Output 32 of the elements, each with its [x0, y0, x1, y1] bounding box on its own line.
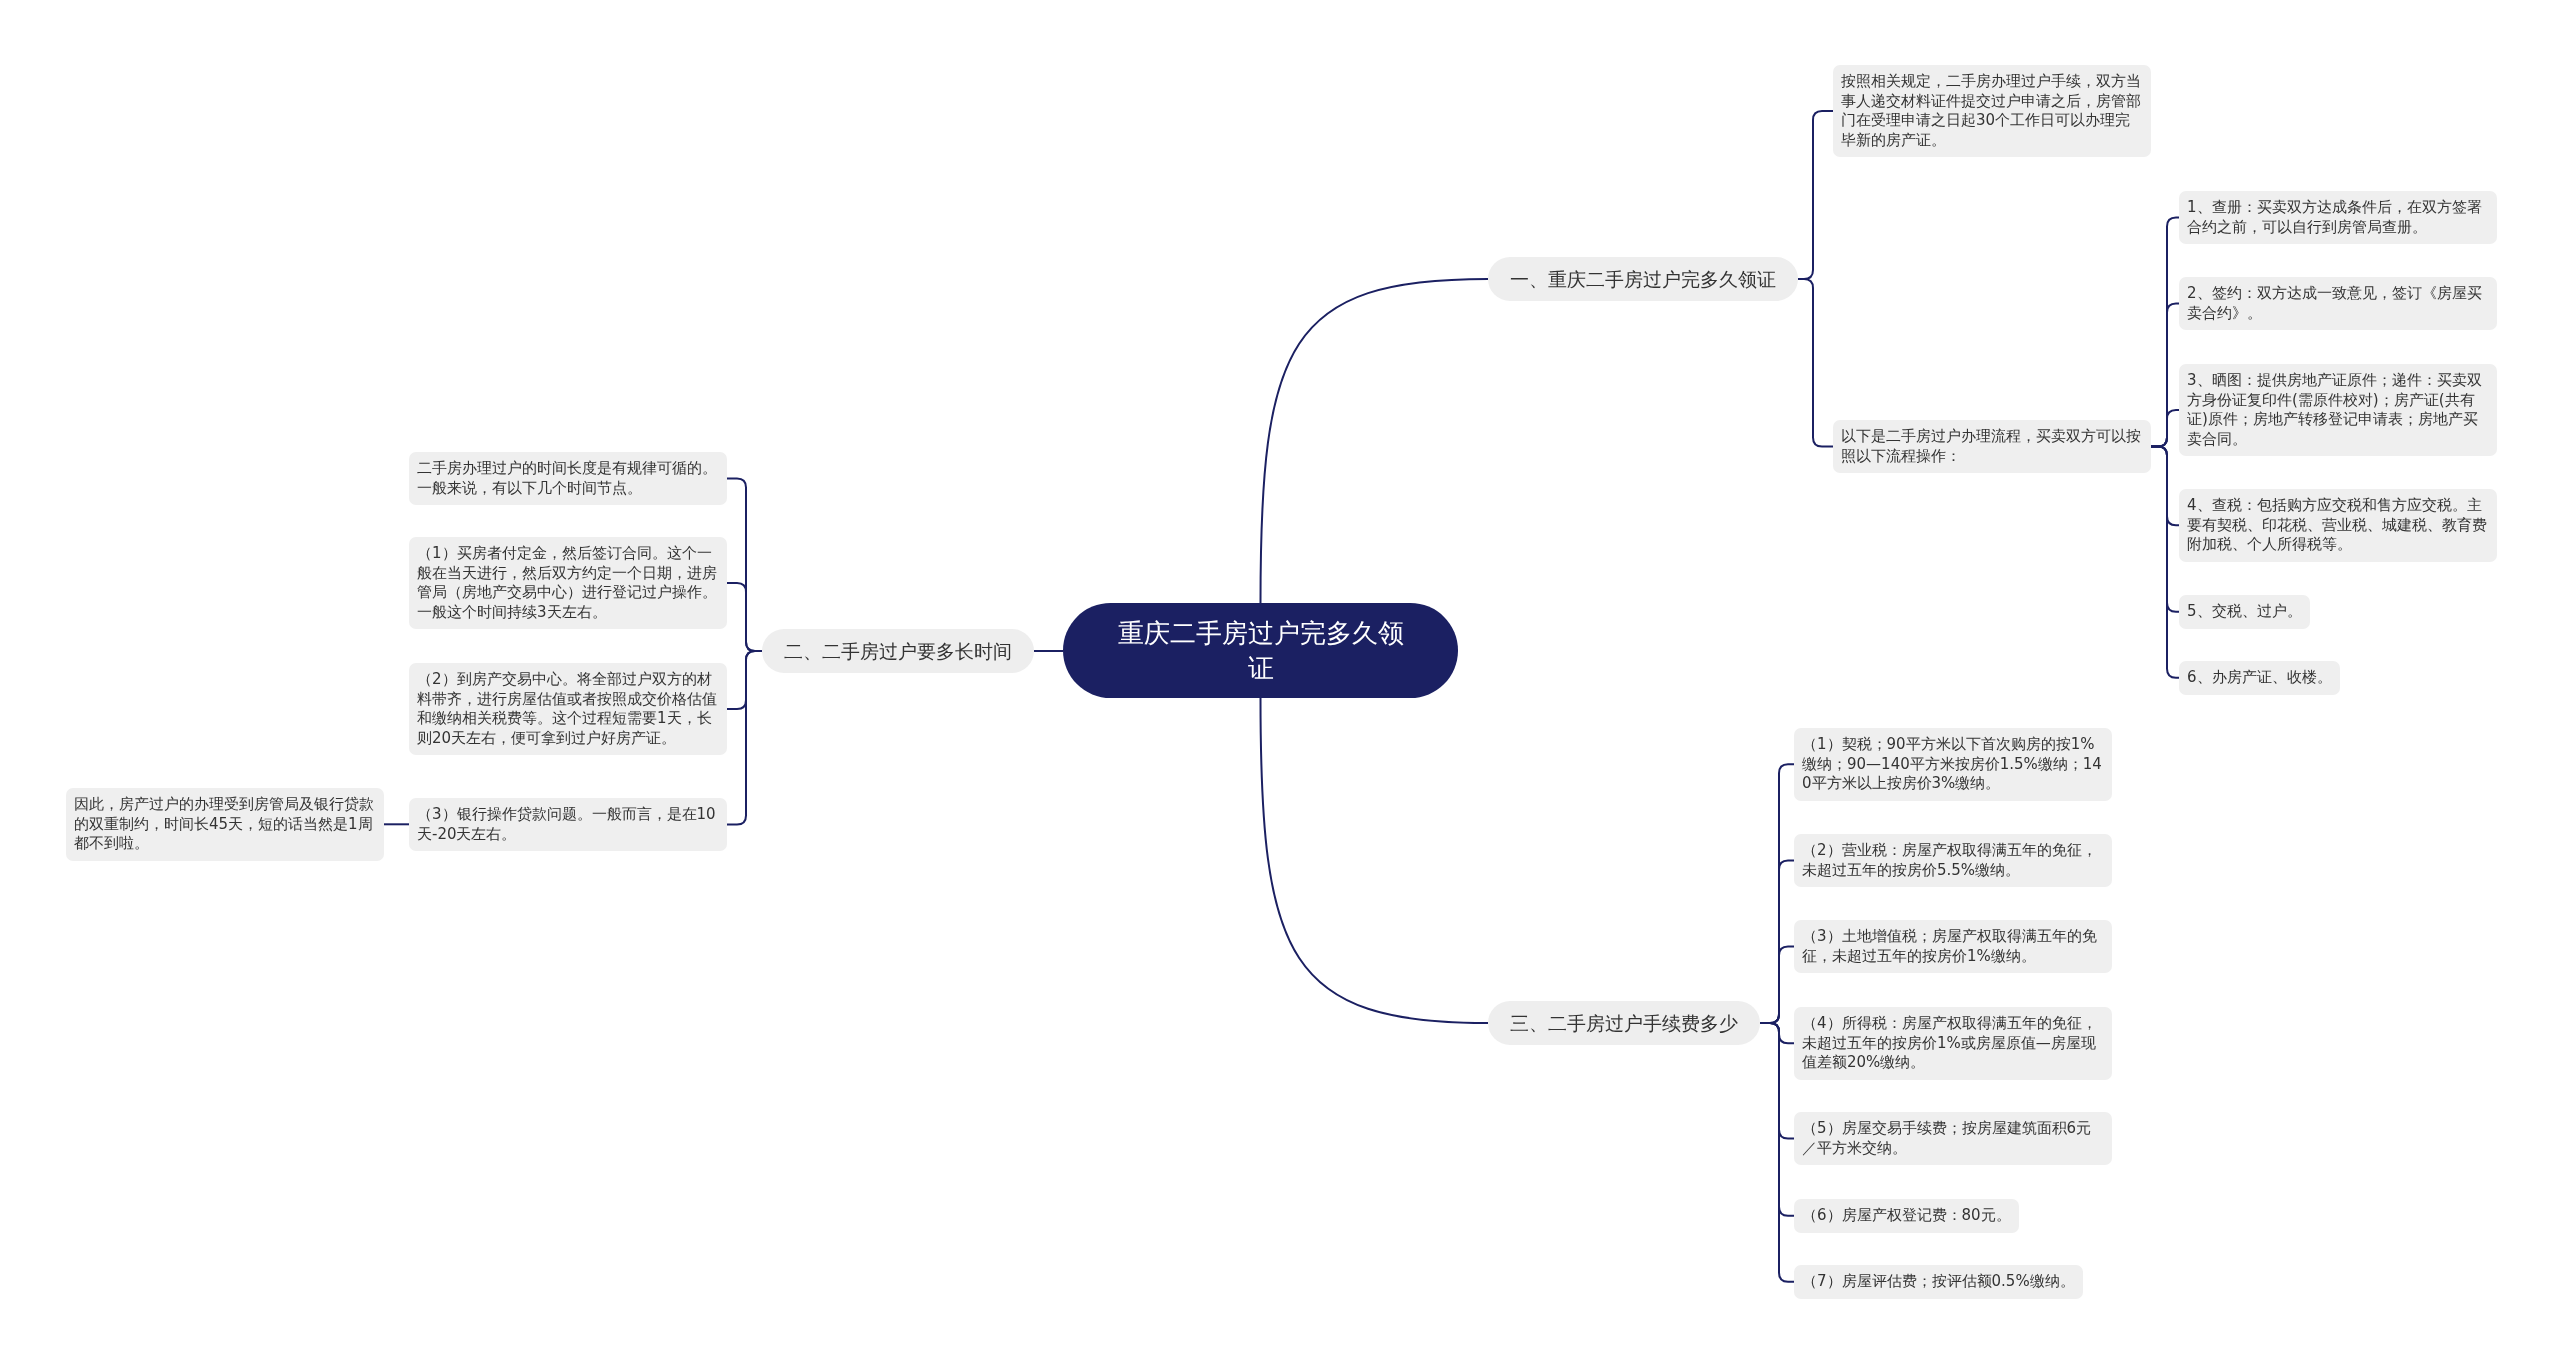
central-topic: 重庆二手房过户完多久领证: [1063, 603, 1458, 698]
branch-topic: 一、重庆二手房过户完多久领证: [1488, 257, 1798, 301]
connector-line: [383, 823, 410, 826]
connector-line: [2150, 445, 2180, 679]
note-box: （6）房屋产权登记费：80元。: [1794, 1199, 2019, 1233]
note-box: （3）土地增值税；房屋产权取得满五年的免征，未超过五年的按房价1%缴纳。: [1794, 920, 2112, 973]
note-box: （2）营业税：房屋产权取得满五年的免征，未超过五年的按房价5.5%缴纳。: [1794, 834, 2112, 887]
connector-line: [1797, 278, 1834, 448]
branch-topic: 二、二手房过户要多长时间: [762, 629, 1034, 673]
connector-line: [1259, 278, 1489, 604]
note-box: （4）所得税：房屋产权取得满五年的免征，未超过五年的按房价1%或房屋原值—房屋现值差额20%缴纳。: [1794, 1007, 2112, 1080]
note-box: 按照相关规定，二手房办理过户手续，双方当事人递交材料证件提交过户申请之后，房管部门在受理申请之日起30个工作日可以办理完毕新的房产证。: [1833, 65, 2151, 157]
connector-line: [1259, 697, 1489, 1024]
connector-line: [726, 650, 763, 826]
connector-line: [1759, 1022, 1795, 1283]
note-box: （1）买房者付定金，然后签订合同。这个一般在当天进行，然后双方约定一个日期，进房管局（房地产交易中心）进行登记过户操作。一般这个时间持续3天左右。: [409, 537, 727, 629]
note-box: 2、签约：双方达成一致意见，签订《房屋买卖合约》。: [2179, 277, 2497, 330]
connector-line: [1033, 650, 1064, 652]
note-box: 二手房办理过户的时间长度是有规律可循的。一般来说，有以下几个时间节点。: [409, 452, 727, 505]
note-box: （5）房屋交易手续费；按房屋建筑面积6元／平方米交纳。: [1794, 1112, 2112, 1165]
note-box: 1、查册：买卖双方达成条件后，在双方签署合约之前，可以自行到房管局查册。: [2179, 191, 2497, 244]
note-box: （2）到房产交易中心。将全部过户双方的材料带齐，进行房屋估值或者按照成交价格估值和缴纳相关税费等。这个过程短需要1天，长则20天左右，便可拿到过户好房产证。: [409, 663, 727, 755]
note-box: （3）银行操作贷款问题。一般而言，是在10天-20天左右。: [409, 798, 727, 851]
note-box: 3、晒图：提供房地产证原件；递件：买卖双方身份证复印件(需原件校对)；房产证(共有证)原件；房地产转移登记申请表；房地产买卖合同。: [2179, 364, 2497, 456]
note-box: 4、查税：包括购方应交税和售方应交税。主要有契税、印花税、营业税、城建税、教育费附加税、个人所得税等。: [2179, 489, 2497, 562]
branch-topic: 三、二手房过户手续费多少: [1488, 1001, 1760, 1045]
note-box: （7）房屋评估费；按评估额0.5%缴纳。: [1794, 1265, 2083, 1299]
note-box: 因此，房产过户的办理受到房管局及银行贷款的双重制约，时间长45天，短的话当然是1周都不到啦。: [66, 788, 384, 861]
note-box: 以下是二手房过户办理流程，买卖双方可以按照以下流程操作：: [1833, 420, 2151, 473]
note-box: 6、办房产证、收楼。: [2179, 661, 2340, 695]
note-box: 5、交税、过户。: [2179, 595, 2310, 629]
note-box: （1）契税；90平方米以下首次购房的按1%缴纳；90—140平方米按房价1.5%缴纳；140平方米以上按房价3%缴纳。: [1794, 728, 2112, 801]
